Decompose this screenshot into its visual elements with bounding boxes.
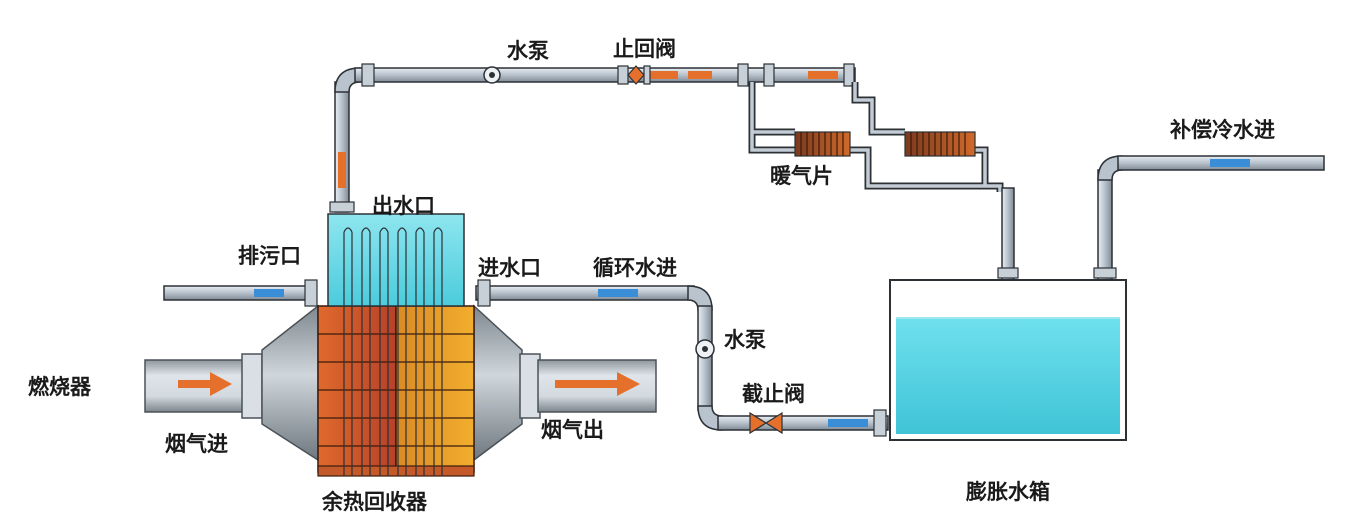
radiator-label: 暖气片 — [770, 164, 833, 188]
water-inlet-label: 进水口 — [478, 256, 541, 280]
radiator-left-icon — [794, 131, 851, 157]
flue-duct-outlet — [473, 304, 657, 462]
water-outlet-label: 出水口 — [372, 194, 435, 218]
pipe-tank-return — [1001, 187, 1015, 281]
heat-recovery-unit-label: 余热回收器 — [322, 490, 427, 514]
pump-top-label: 水泵 — [507, 39, 549, 63]
circulating-water-in-label: 循环水进 — [593, 256, 677, 280]
flue-out-arrow-icon — [555, 372, 640, 396]
check-valve-label: 止回阀 — [613, 37, 676, 61]
heat-recovery-tubes — [343, 227, 443, 476]
pipe-circulating-in — [475, 285, 695, 301]
radiator-right-icon — [904, 131, 976, 157]
expansion-tank — [889, 279, 1127, 441]
flow-arrow-cold — [828, 419, 868, 427]
pipe-top-main — [354, 67, 856, 83]
pipe-drain — [163, 285, 315, 301]
pump-top-icon — [483, 66, 501, 84]
pipe-network — [163, 63, 1325, 437]
burner-label: 燃烧器 — [28, 375, 91, 399]
makeup-water-in-label: 补偿冷水进 — [1170, 118, 1275, 142]
flow-arrow-hot — [808, 71, 838, 79]
flow-arrow-hot — [338, 152, 346, 188]
flow-arrow-cold — [254, 289, 284, 297]
pipe-outlet-riser — [334, 81, 350, 213]
flow-arrow-cold — [1210, 159, 1250, 167]
flow-arrow-hot — [648, 71, 678, 79]
flue-in-arrow-icon — [178, 372, 232, 396]
check-valve-icon — [617, 65, 651, 85]
drain-outlet-label: 排污口 — [238, 244, 301, 268]
flue-gas-in-label: 烟气进 — [165, 432, 228, 456]
stop-valve-label: 截止阀 — [742, 382, 805, 406]
pump-bottom-label: 水泵 — [724, 328, 766, 352]
expansion-tank-label: 膨胀水箱 — [966, 480, 1050, 504]
pipe-makeup-riser — [1097, 169, 1113, 281]
flue-gas-out-label: 烟气出 — [541, 418, 604, 442]
flow-arrow-cold — [598, 289, 638, 297]
pump-bottom-icon — [695, 339, 715, 359]
stop-valve-icon — [749, 411, 783, 435]
heat-recovery-core — [317, 305, 475, 477]
flow-arrow-hot — [688, 71, 712, 79]
